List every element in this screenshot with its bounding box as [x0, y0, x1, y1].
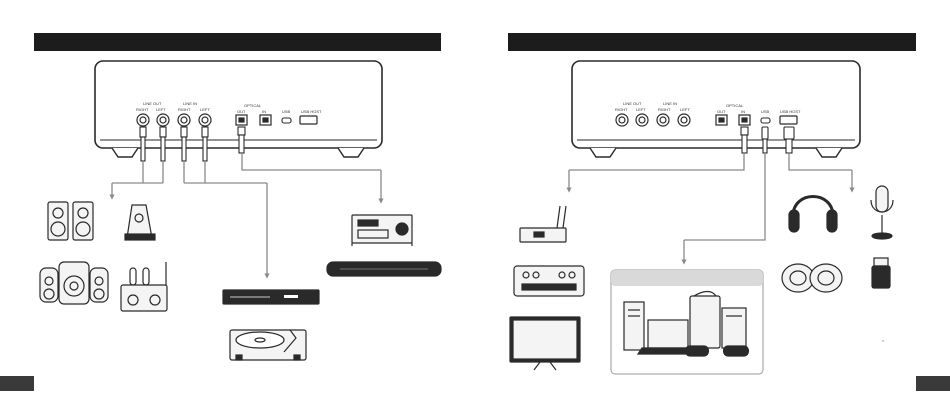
audio-mixer-icon: [514, 266, 584, 296]
label-line-out: LINE OUT: [143, 101, 162, 106]
av-receiver-icon: [352, 215, 412, 246]
microphone-icon: [871, 186, 893, 239]
right-connection-lines: [569, 153, 852, 262]
speakers-icon: [48, 202, 93, 240]
label-optical-in: IN: [262, 109, 266, 114]
soundbar-icon: [327, 262, 441, 276]
label-left: LEFT: [636, 107, 646, 112]
label-usb: USB: [282, 109, 291, 114]
left-usb-host-port: [300, 116, 317, 124]
label-optical: OPTICAL: [726, 103, 744, 108]
usb-dongle-icon: [872, 258, 890, 288]
label-right: RIGHT: [136, 107, 149, 112]
bluray-player-icon: [223, 290, 319, 304]
label-right: RIGHT: [615, 107, 628, 112]
tv-icon: [510, 317, 580, 370]
label-right: RIGHT: [178, 107, 191, 112]
label-usb-host: USB HOST: [301, 109, 322, 114]
wireless-transmitter-icon: [520, 206, 566, 242]
label-usb-host: USB HOST: [780, 109, 801, 114]
label-optical-out: OUT: [717, 109, 726, 114]
label-usb: USB: [761, 109, 770, 114]
small-mark: =: [882, 338, 885, 343]
label-left: LEFT: [200, 107, 210, 112]
label-line-in: LINE IN: [663, 101, 677, 106]
dac-amp-icon: [125, 205, 155, 240]
label-optical: OPTICAL: [244, 103, 262, 108]
left-usb-c-port: [282, 118, 291, 123]
label-left: LEFT: [156, 107, 166, 112]
right-usb-c-port: [761, 118, 770, 123]
right-usb-host-port: [780, 116, 797, 124]
label-optical-out: OUT: [237, 109, 246, 114]
headphones-icon: [789, 197, 837, 233]
label-left: LEFT: [680, 107, 690, 112]
tube-amp-icon: [121, 262, 167, 311]
left-connection-lines: [112, 153, 381, 276]
subwoofer-speakers-icon: [40, 262, 108, 304]
label-optical-in: IN: [741, 109, 745, 114]
label-line-in: LINE IN: [183, 101, 197, 106]
pc-console-group-icon: [611, 270, 763, 374]
usb-speakers-icon: [782, 264, 842, 292]
turntable-icon: [230, 330, 306, 360]
label-right: RIGHT: [658, 107, 671, 112]
label-line-out: LINE OUT: [623, 101, 642, 106]
